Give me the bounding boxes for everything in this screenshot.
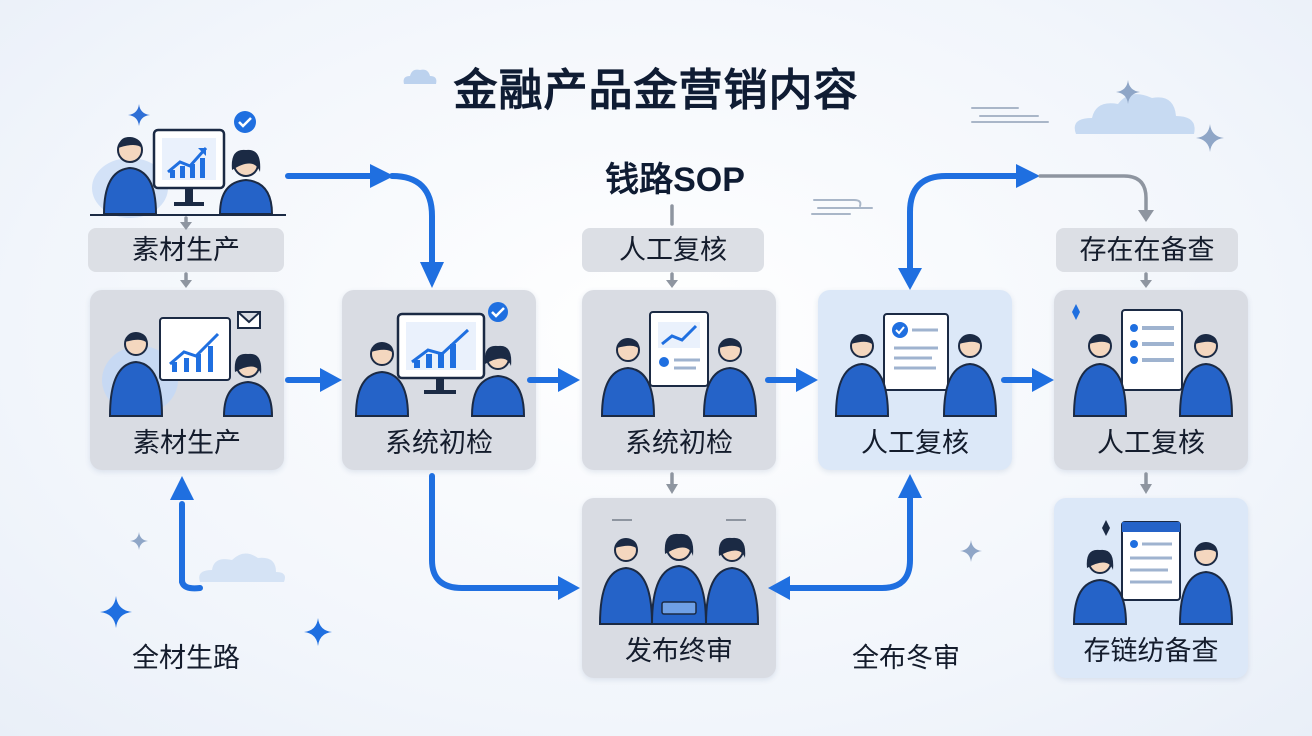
card-label: 发布终审 — [625, 636, 733, 666]
arrowhead — [558, 576, 580, 600]
card-system-precheck: 系统初检 — [342, 290, 536, 470]
document-review-illustration — [600, 311, 758, 417]
arrowhead — [898, 268, 922, 290]
wind-lines-icon — [971, 107, 1049, 123]
arrow-top-to-precheck-down — [389, 173, 435, 265]
card-manual-review-2: 人工复核 — [1054, 290, 1248, 470]
card-label: 素材生产 — [133, 428, 241, 458]
free-label-bottom-left: 全材生路 — [132, 643, 240, 673]
checklist-review-illustration — [834, 313, 998, 417]
sparkle-icon — [304, 618, 332, 646]
step-label-archive: 存在在备查 — [1056, 228, 1238, 272]
card-label: 人工复核 — [1097, 428, 1205, 458]
cloud-icon — [403, 69, 437, 84]
arrowhead — [370, 164, 394, 188]
card-material-production: 素材生产 — [90, 290, 284, 470]
free-label-bottom-mid: 全布冬审 — [852, 643, 960, 673]
arrow-c2-to-c6 — [429, 473, 563, 591]
card-system-precheck-2: 系统初检 — [582, 290, 776, 470]
monitor-review-illustration — [354, 302, 526, 417]
card-label: 系统初检 — [385, 428, 493, 458]
gray-arrow-top-right — [1038, 174, 1148, 212]
cloud-icon — [199, 553, 285, 582]
card-label: 人工复核 — [861, 428, 969, 458]
diagram-subtitle: 钱路SOP — [605, 161, 745, 199]
diagram-title: 金融产品金营销内容 — [453, 66, 859, 115]
report-handoff-illustration — [1072, 304, 1234, 417]
sparkle-icon — [960, 540, 982, 562]
card-archive-review: 存链纺备查 — [1054, 498, 1248, 678]
card-publish-final-review: 发布终审 — [582, 498, 776, 678]
step-label-material-production: 素材生产 — [88, 228, 284, 272]
card-label: 系统初检 — [625, 428, 733, 458]
arrowhead — [170, 476, 194, 500]
team-presentation-illustration — [90, 111, 286, 218]
arrowhead — [320, 368, 342, 392]
arrowhead — [420, 262, 444, 288]
sparkle-icon — [130, 532, 148, 550]
three-people-illustration — [598, 519, 760, 625]
sparkle-icon — [1116, 80, 1140, 104]
people-with-chart-illustration — [102, 311, 274, 417]
sparkle-icon — [1196, 124, 1224, 152]
sparkle-icon — [128, 104, 150, 126]
arrow-c4-up-loop — [907, 173, 1019, 271]
wind-lines-icon — [811, 199, 873, 215]
arrowhead — [1032, 368, 1054, 392]
arrow-c6-to-c4 — [787, 495, 913, 591]
cloud-icon — [1074, 94, 1195, 134]
arrowhead — [796, 368, 818, 392]
sparkle-icon — [100, 596, 132, 628]
step-label-manual-review: 人工复核 — [582, 228, 764, 272]
arrowhead — [1016, 164, 1040, 188]
card-label: 存链纺备查 — [1083, 636, 1219, 666]
card-manual-review: 人工复核 — [818, 290, 1012, 470]
arrowhead — [898, 474, 922, 498]
document-archive-illustration — [1072, 520, 1234, 625]
arrowhead — [558, 368, 580, 392]
